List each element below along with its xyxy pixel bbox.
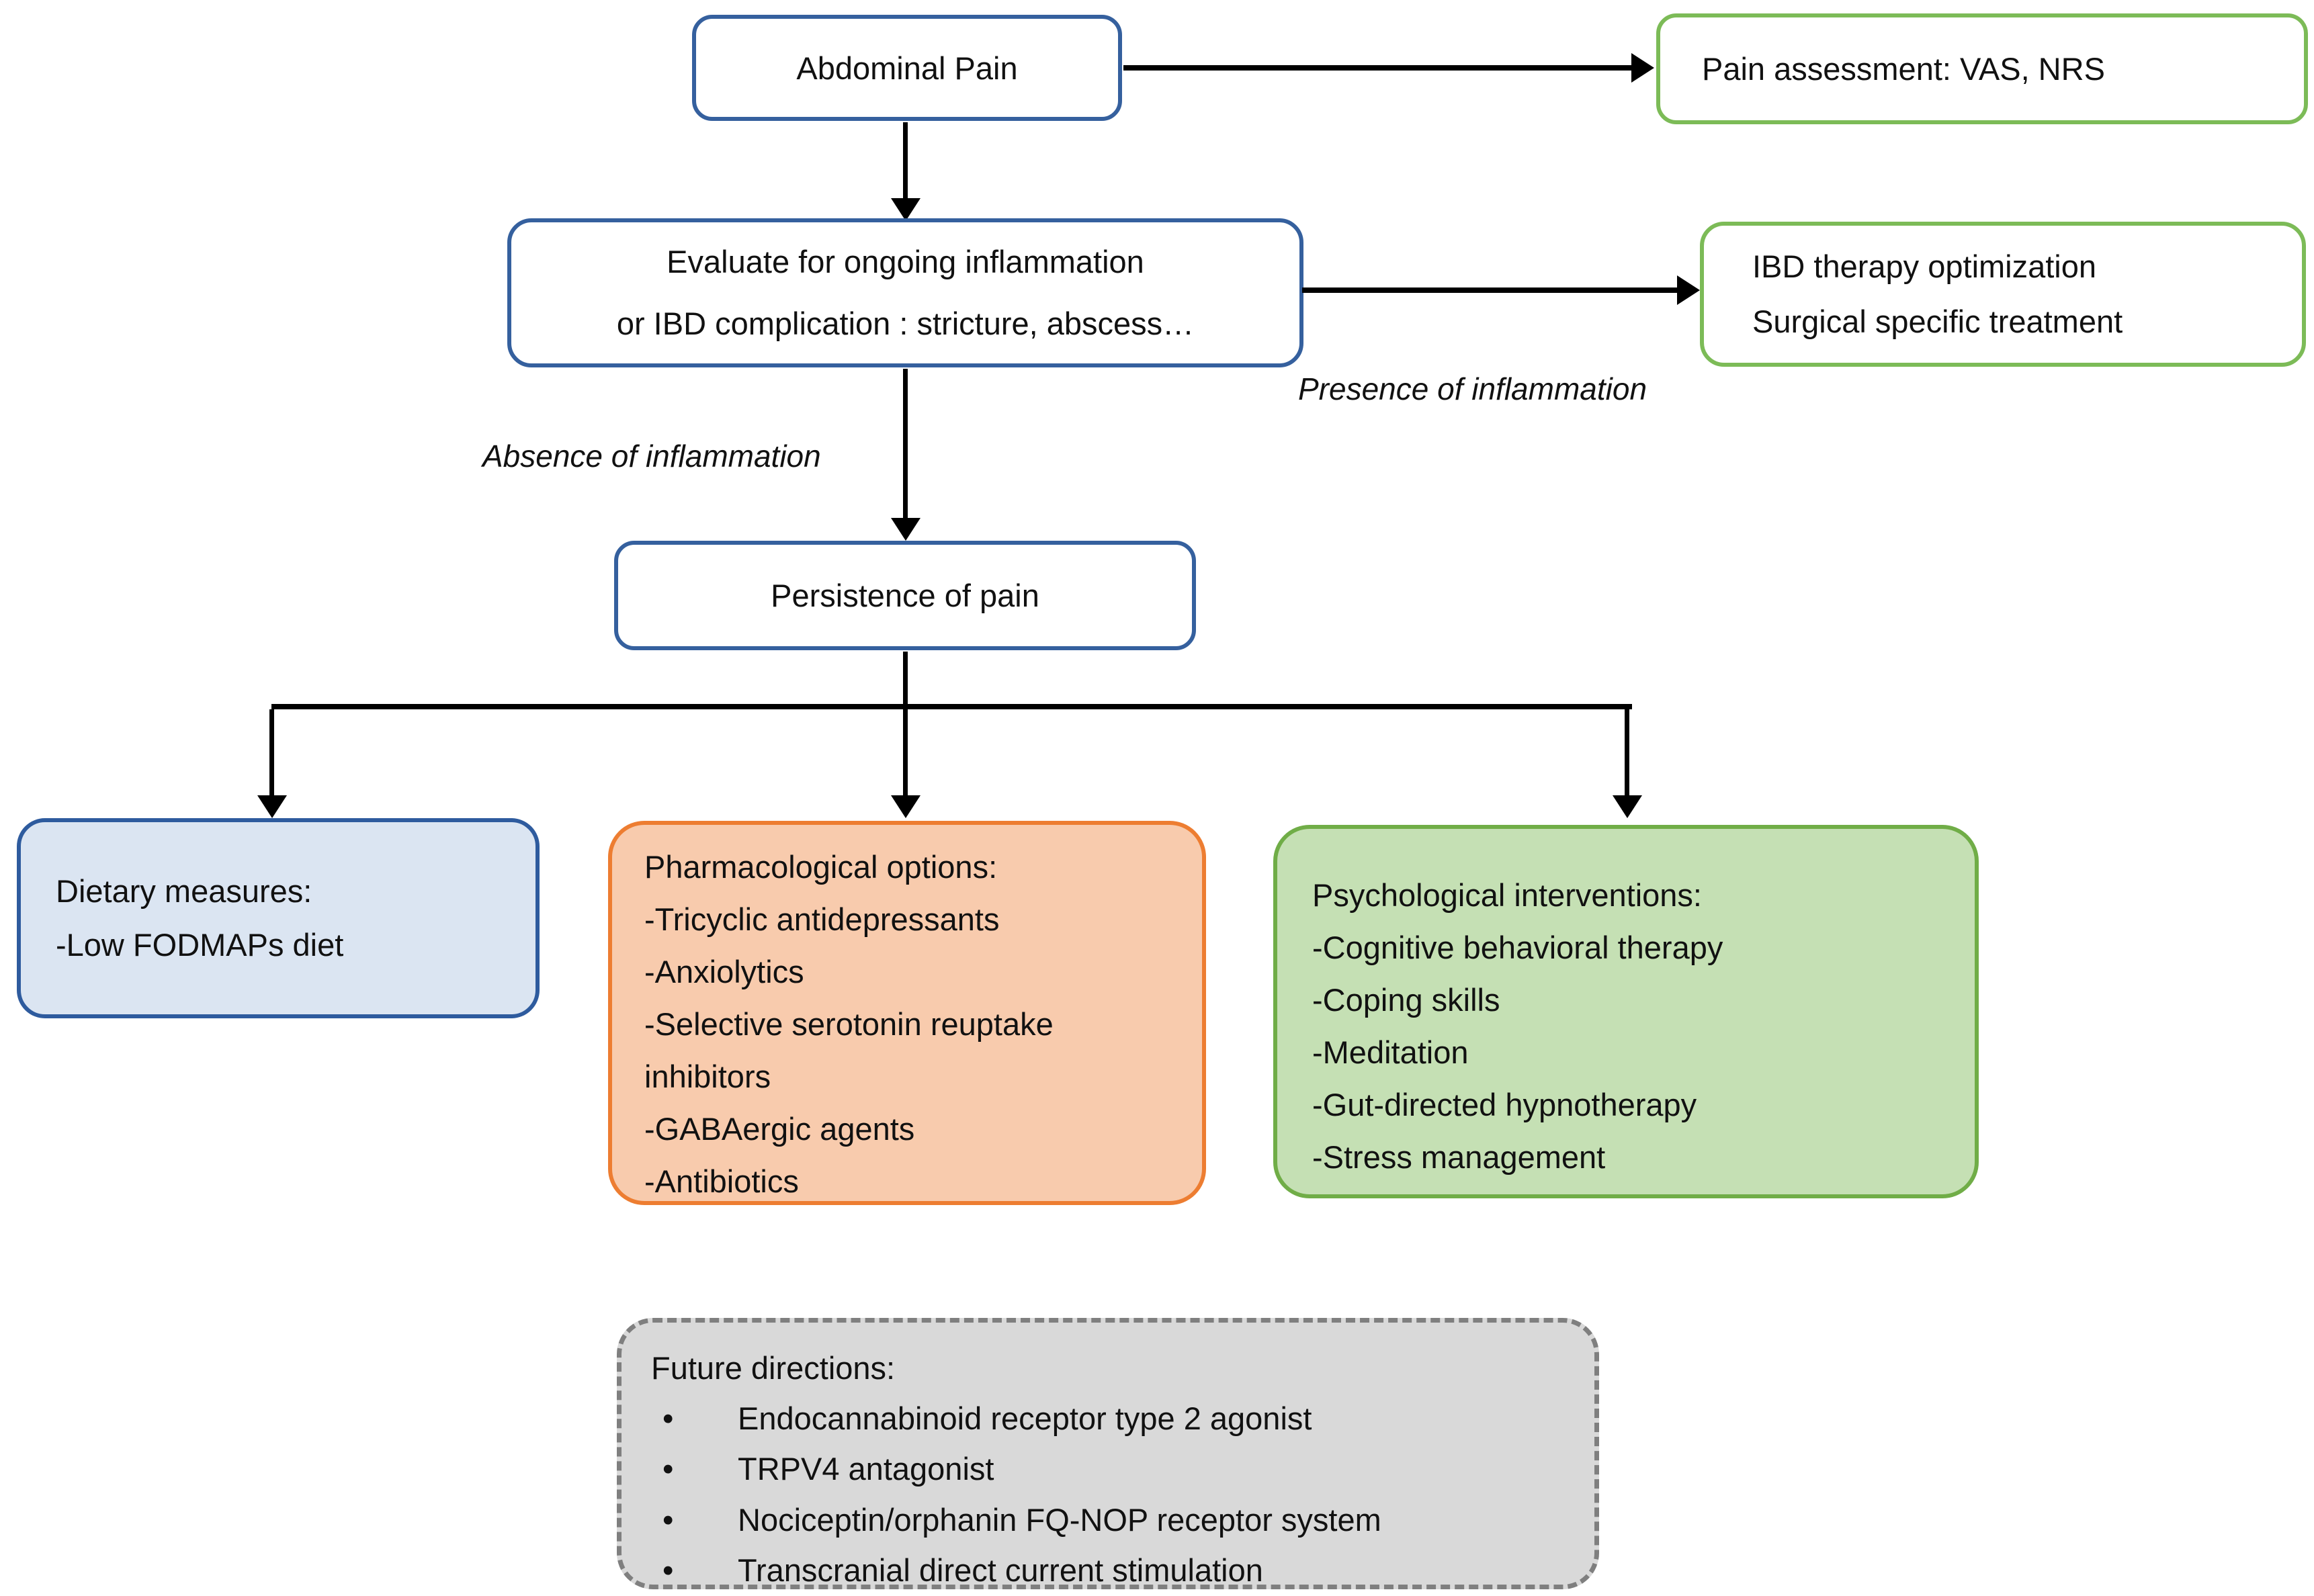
arrow-evaluate-to-ibd-therapy-head-icon (1677, 275, 1700, 305)
psychological-item: -Coping skills (1312, 982, 1500, 1018)
node-pharmacological-options: Pharmacological options: -Tricyclic anti… (608, 821, 1206, 1205)
node-persistence-label: Persistence of pain (771, 578, 1039, 613)
future-item: Endocannabinoid receptor type 2 agonist (738, 1401, 1312, 1437)
node-evaluate-line2: or IBD complication : stricture, abscess… (616, 306, 1195, 341)
future-item: Transcranial direct current stimulation (738, 1552, 1263, 1588)
arrow-abdominal-to-assessment-line (1123, 65, 1633, 71)
node-pain-assessment-label: Pain assessment: VAS, NRS (1702, 51, 2105, 87)
branch-left-head-icon (257, 795, 287, 818)
future-bullet-row: • Nociceptin/orphanin FQ-NOP receptor sy… (651, 1495, 1576, 1545)
bullet-icon: • (662, 1552, 674, 1588)
branch-right-head-icon (1613, 795, 1642, 818)
branch-stem-line (903, 652, 908, 709)
node-abdominal-pain-label: Abdominal Pain (796, 50, 1018, 86)
future-title: Future directions: (651, 1350, 896, 1386)
pharmacological-title: Pharmacological options: (644, 849, 998, 885)
node-persistence-of-pain: Persistence of pain (614, 541, 1196, 650)
edge-label-presence-of-inflammation: Presence of inflammation (1298, 371, 1647, 406)
future-bullet-row: • Endocannabinoid receptor type 2 agonis… (651, 1393, 1576, 1444)
bullet-icon: • (662, 1501, 674, 1538)
node-evaluate-inflammation: Evaluate for ongoing inflammation or IBD… (507, 218, 1303, 367)
node-future-directions: Future directions: • Endocannabinoid rec… (617, 1318, 1599, 1589)
pharmacological-item: -Anxiolytics (644, 954, 804, 990)
branch-horizontal-line (271, 704, 1632, 709)
arrow-abdominal-to-evaluate-line (903, 122, 908, 198)
psychological-item: -Cognitive behavioral therapy (1312, 930, 1723, 966)
future-bullet-row: • TRPV4 antagonist (651, 1444, 1576, 1494)
pharmacological-item: -Tricyclic antidepressants (644, 901, 1000, 938)
node-pain-assessment: Pain assessment: VAS, NRS (1656, 13, 2308, 124)
psychological-item: -Stress management (1312, 1139, 1606, 1176)
pharmacological-item: -Selective serotonin reuptake inhibitors (644, 1006, 1054, 1095)
future-item: TRPV4 antagonist (738, 1451, 994, 1487)
arrow-evaluate-to-persistence-head-icon (891, 518, 920, 541)
bullet-icon: • (662, 1401, 674, 1437)
node-ibd-therapy-line2: Surgical specific treatment (1752, 304, 2123, 339)
psychological-item: -Meditation (1312, 1034, 1469, 1071)
branch-middle-head-icon (891, 795, 920, 818)
node-psychological-interventions: Psychological interventions: -Cognitive … (1273, 825, 1979, 1198)
edge-label-absence-of-inflammation: Absence of inflammation (482, 439, 821, 474)
pharmacological-item: -GABAergic agents (644, 1111, 915, 1147)
node-ibd-therapy-line1: IBD therapy optimization (1752, 248, 2097, 284)
node-ibd-therapy: IBD therapy optimization Surgical specif… (1700, 222, 2306, 367)
arrow-evaluate-to-ibd-therapy-line (1302, 287, 1678, 293)
psychological-title: Psychological interventions: (1312, 877, 1702, 913)
arrow-evaluate-to-persistence-line (903, 369, 908, 518)
arrow-abdominal-to-assessment-head-icon (1631, 53, 1654, 83)
bullet-icon: • (662, 1451, 674, 1487)
dietary-item: -Low FODMAPs diet (56, 927, 344, 963)
future-bullet-row: • Transcranial direct current stimulatio… (651, 1545, 1576, 1595)
pharmacological-item: -Antibiotics (644, 1163, 799, 1200)
dietary-title: Dietary measures: (56, 873, 312, 910)
node-evaluate-line1: Evaluate for ongoing inflammation (667, 244, 1144, 280)
branch-middle-line (903, 709, 908, 795)
node-abdominal-pain: Abdominal Pain (692, 15, 1122, 121)
psychological-item: -Gut-directed hypnotherapy (1312, 1087, 1697, 1123)
node-dietary-measures: Dietary measures: -Low FODMAPs diet (17, 818, 540, 1018)
branch-right-line (1625, 709, 1629, 795)
future-item: Nociceptin/orphanin FQ-NOP receptor syst… (738, 1501, 1381, 1538)
arrow-abdominal-to-evaluate-head-icon (891, 198, 920, 221)
branch-left-line (269, 709, 274, 795)
